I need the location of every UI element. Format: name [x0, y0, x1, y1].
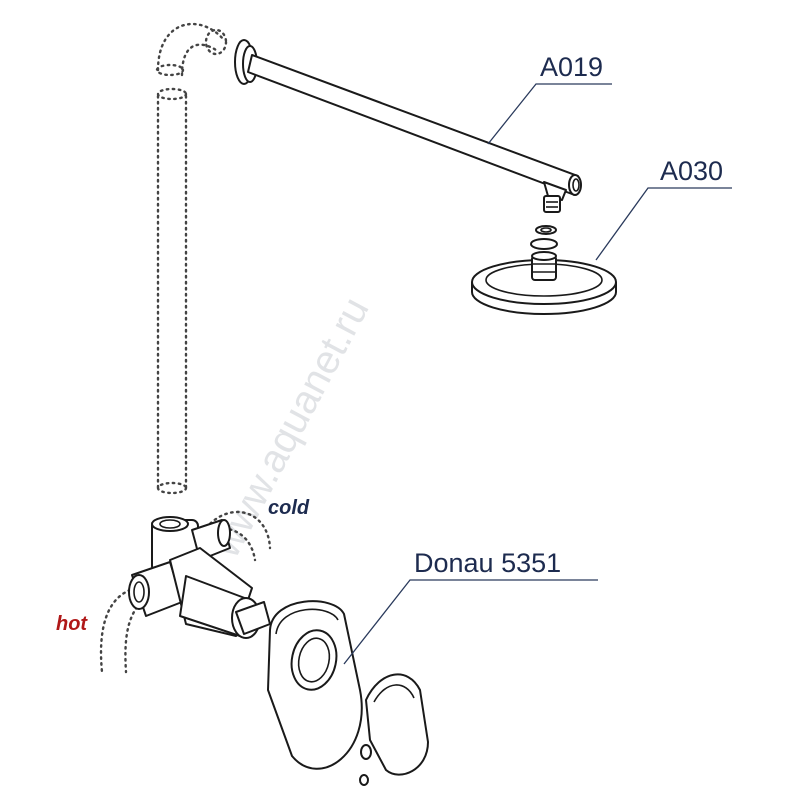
a019-leader: [487, 83, 612, 145]
hidden-riser-pipe: [155, 22, 228, 495]
callout-donau-5351: Donau 5351: [414, 548, 561, 578]
donau-leader: [343, 579, 598, 665]
shower-arm: [234, 39, 582, 213]
callout-a019: A019: [540, 52, 603, 82]
mixer-trim-set: [267, 600, 429, 786]
cold-label: cold: [268, 497, 310, 519]
hot-label: hot: [56, 613, 88, 635]
watermark: www.aquanet.ru: [204, 290, 378, 565]
concealed-mixer-body: [99, 510, 272, 674]
shower-head: [471, 225, 617, 315]
callout-a030: A030: [660, 156, 723, 186]
a030-leader: [595, 187, 732, 261]
